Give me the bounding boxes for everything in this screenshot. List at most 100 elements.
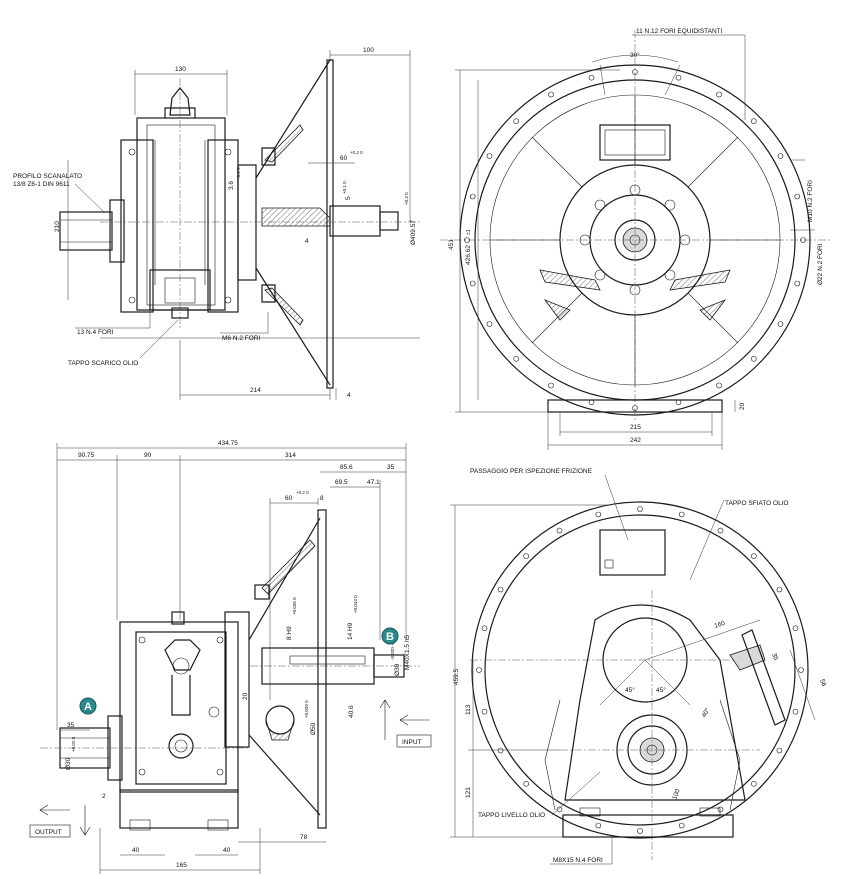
bolt-hole bbox=[717, 806, 724, 813]
dim-5-tol: +0.1 0 bbox=[342, 181, 347, 194]
bolt-hole bbox=[792, 708, 799, 715]
bolt-hole bbox=[776, 586, 783, 593]
output-arrow bbox=[39, 804, 70, 816]
dim-451: 451 bbox=[448, 239, 455, 250]
dim-56: 56 bbox=[818, 678, 827, 688]
dim-210: 210 bbox=[54, 221, 61, 232]
bolt-hole bbox=[523, 553, 530, 560]
dim-69-5: 69.5 bbox=[335, 479, 348, 486]
dim-314: 314 bbox=[285, 452, 296, 459]
bolt-hole bbox=[637, 828, 643, 834]
bolt-hole bbox=[777, 153, 784, 159]
dim-8h9: 8 H9 bbox=[286, 626, 293, 640]
bolt-hole bbox=[513, 118, 520, 124]
dim-434: 434.75 bbox=[218, 440, 238, 447]
dim-40b: 40 bbox=[223, 847, 231, 854]
label-13-fori: 13 N.4 FORI bbox=[77, 329, 114, 336]
dim-60-tol: +0.2 0 bbox=[350, 150, 363, 155]
bolt-hole bbox=[716, 91, 722, 98]
view-top-left: 130 bbox=[13, 47, 420, 400]
badge-a-text: A bbox=[84, 701, 92, 713]
dim-409-tol: +0.3 0 bbox=[404, 192, 409, 205]
label-tappo-scarico: TAPPO SCARICO OLIO bbox=[68, 360, 138, 367]
dim-35b: 35 bbox=[67, 722, 75, 729]
bolt-hole bbox=[523, 780, 530, 787]
dim-85-6: 85.6 bbox=[340, 464, 353, 471]
dim-78: 78 bbox=[300, 834, 308, 841]
bolt-hole bbox=[595, 511, 602, 518]
base bbox=[547, 399, 723, 413]
bolt-hole bbox=[750, 553, 757, 560]
base-b bbox=[562, 814, 734, 838]
inspection-window-b bbox=[599, 529, 666, 576]
dim-35a: 35 bbox=[387, 464, 395, 471]
dim-215: 215 bbox=[630, 424, 641, 431]
bolt-hole bbox=[750, 355, 757, 362]
badge-b-text: B bbox=[386, 631, 394, 643]
gearbox-body-b bbox=[119, 621, 239, 793]
bolt-hole bbox=[469, 280, 476, 287]
bolt-hole bbox=[675, 74, 682, 81]
bolt-hole bbox=[750, 780, 757, 787]
bolt-hole bbox=[476, 667, 482, 673]
dim-459: 459.5 bbox=[453, 668, 460, 685]
dim-35: 35 bbox=[770, 652, 779, 662]
label-tappo-livello: TAPPO LIVELLO OLIO bbox=[478, 812, 545, 819]
inspection-window bbox=[599, 124, 671, 161]
bolt-hole bbox=[513, 355, 520, 362]
dim-8h9-tol: +0.036 0 bbox=[292, 597, 297, 615]
bolt-hole bbox=[776, 747, 783, 754]
dim-60b: 60 bbox=[285, 495, 293, 502]
bolt-hole bbox=[486, 153, 493, 159]
bolt-hole bbox=[717, 527, 724, 534]
housing-b bbox=[564, 604, 746, 801]
label-d22: Ø22 N.2 FORI bbox=[817, 243, 824, 285]
bolt-hole bbox=[497, 586, 504, 593]
badge-a bbox=[79, 697, 97, 715]
dim-409: Ø409.57 bbox=[410, 220, 417, 245]
dim-426: 426.62 bbox=[465, 245, 472, 265]
dim-426-tol: ±1 bbox=[466, 229, 472, 235]
dim-100b: 100 bbox=[671, 788, 681, 801]
dim-d30: Ø30 bbox=[394, 663, 401, 676]
drain-plug bbox=[171, 307, 189, 319]
dim-113: 113 bbox=[465, 704, 472, 715]
bolt-hole bbox=[794, 193, 801, 200]
bell-outer-b bbox=[471, 501, 809, 839]
dim-214: 214 bbox=[250, 387, 261, 394]
dim-90-75: 90.75 bbox=[78, 452, 95, 459]
label-m8: M8X15 N.4 FORI bbox=[553, 857, 603, 864]
label-tappo-sfiato: TAPPO SFIATO OLIO bbox=[725, 500, 789, 507]
label-11-fori: 11 N.12 FORI EQUIDISTANTI bbox=[636, 28, 723, 35]
output-spline bbox=[59, 211, 113, 251]
bolt-hole bbox=[548, 382, 554, 389]
bolt-hole bbox=[716, 382, 722, 389]
dim-14h9: 14 H9 bbox=[347, 622, 354, 640]
dim-47-1: 47.1 bbox=[367, 479, 380, 486]
input-label-box bbox=[396, 734, 432, 748]
dim-d30-hole-tol: +0.02 0 bbox=[71, 736, 76, 752]
bolt-hole bbox=[637, 506, 643, 512]
dim-60b-tol: +0.2 0 bbox=[296, 490, 309, 495]
dim-90: 90 bbox=[144, 452, 152, 459]
dim-40-6: 40.6 bbox=[348, 705, 355, 718]
dim-45a: 45° bbox=[625, 686, 635, 694]
lever bbox=[741, 629, 786, 726]
badge-b bbox=[381, 627, 399, 645]
bolt-hole bbox=[800, 237, 806, 243]
dim-20b: 20 bbox=[242, 692, 249, 700]
bolt-hole bbox=[595, 822, 602, 829]
bolt-hole bbox=[556, 806, 563, 813]
bolt-hole bbox=[792, 625, 799, 632]
bolt-hole bbox=[497, 747, 504, 754]
bolt-hole bbox=[798, 667, 804, 673]
dim-30deg: 30° bbox=[630, 51, 640, 59]
bolt-hole bbox=[588, 74, 595, 81]
dim-60: 60 bbox=[340, 155, 348, 162]
view-bottom-right: 45° 45° 40° 160 35 56 100 459.5 113 121 … bbox=[450, 468, 827, 865]
dim-14h9-tol: +0.043 0 bbox=[353, 595, 358, 613]
dim-45b: 45° bbox=[656, 686, 666, 694]
label-passaggio: PASSAGGIO PER ISPEZIONE FRIZIONE bbox=[470, 468, 593, 475]
